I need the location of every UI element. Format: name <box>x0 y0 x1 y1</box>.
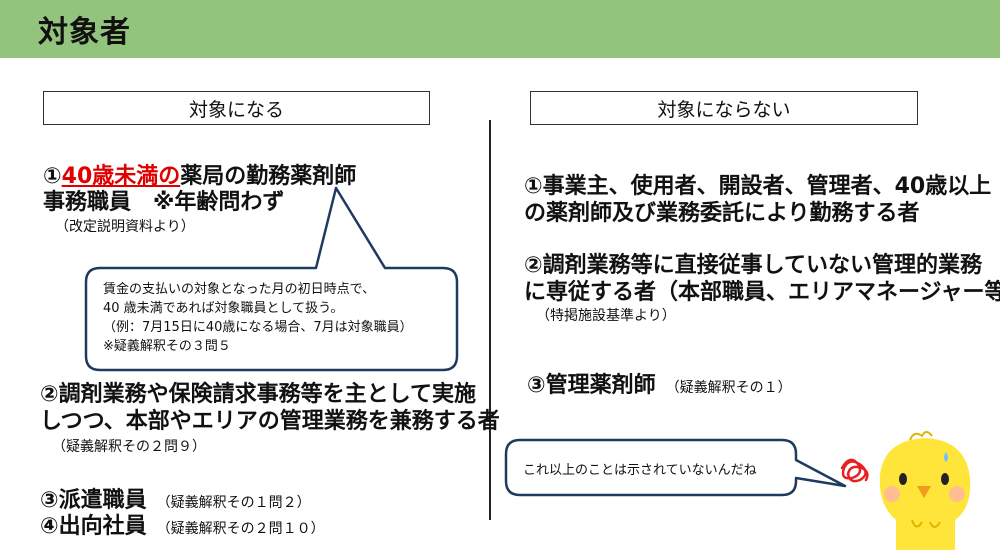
note-line-1: 賃金の支払いの対象となった月の初日時点で、 <box>103 282 376 297</box>
left-item-3-source: （疑義解釈その１問２） <box>156 495 311 511</box>
right-item-1-line1: ①事業主、使用者、開設者、管理者、40歳以上 <box>524 174 992 199</box>
note-line-4: ※疑義解釈その３問５ <box>103 339 231 354</box>
column-divider <box>489 120 491 520</box>
left-item-2-line2: しつつ、本部やエリアの管理業務を兼務する者 <box>40 409 500 434</box>
left-item-2-line1: ②調剤業務や保険請求事務等を主として実施 <box>40 382 476 407</box>
right-item-2-line2: に専従する者（本部職員、エリアマネージャー等） <box>524 280 1000 305</box>
left-item-1-source: （改定説明資料より） <box>55 219 195 235</box>
right-item-1-line2: の薬剤師及び業務委託により勤務する者 <box>524 201 920 226</box>
left-item-1-prefix: ① <box>43 164 62 189</box>
left-item-2-source: （疑義解釈その２問９） <box>52 439 206 455</box>
worry-squiggle-icon <box>840 458 869 483</box>
speech-bubble-text: これ以上のことは示されていないんだね <box>523 463 757 478</box>
right-item-2-line1: ②調剤業務等に直接従事していない管理的業務 <box>524 253 982 278</box>
left-item-1-rest: 薬局の勤務薬剤師 <box>180 164 357 189</box>
left-item-1-line2: 事務職員 ※年齢問わず <box>43 190 285 215</box>
left-item-1-line1: ①40歳未満の薬局の勤務薬剤師 <box>43 164 356 190</box>
note-line-3: （例：7月15日に40歳になる場合、7月は対象職員） <box>103 320 413 335</box>
speech-bubble <box>504 438 847 497</box>
chick-mascot-icon <box>879 431 971 550</box>
note-callout <box>84 186 459 372</box>
note-line-2: 40 歳未満であれば対象職員として扱う。 <box>103 301 344 316</box>
left-item-3-label: ③派遣職員 <box>40 488 147 513</box>
right-item-3-label: ③管理薬剤師 <box>527 373 656 398</box>
left-column-header: 対象になる <box>43 91 430 125</box>
right-column-header-label: 対象にならない <box>657 98 791 121</box>
left-item-4: ④出向社員 （疑義解釈その２問１０） <box>40 514 325 542</box>
right-column-header: 対象にならない <box>530 91 918 125</box>
page-title: 対象者 <box>38 15 131 50</box>
left-column-header-label: 対象になる <box>188 98 284 121</box>
right-item-2-source: （特掲施設基準より） <box>536 308 676 324</box>
left-item-1-highlight: 40歳未満の <box>61 164 181 189</box>
right-item-3-source: （疑義解釈その１） <box>665 380 792 396</box>
left-item-4-source: （疑義解釈その２問１０） <box>156 521 325 537</box>
left-item-3: ③派遣職員 （疑義解釈その１問２） <box>40 488 311 516</box>
title-bar: 対象者 <box>0 0 1000 58</box>
left-item-4-label: ④出向社員 <box>40 514 147 539</box>
right-item-3: ③管理薬剤師 （疑義解釈その１） <box>527 373 792 401</box>
